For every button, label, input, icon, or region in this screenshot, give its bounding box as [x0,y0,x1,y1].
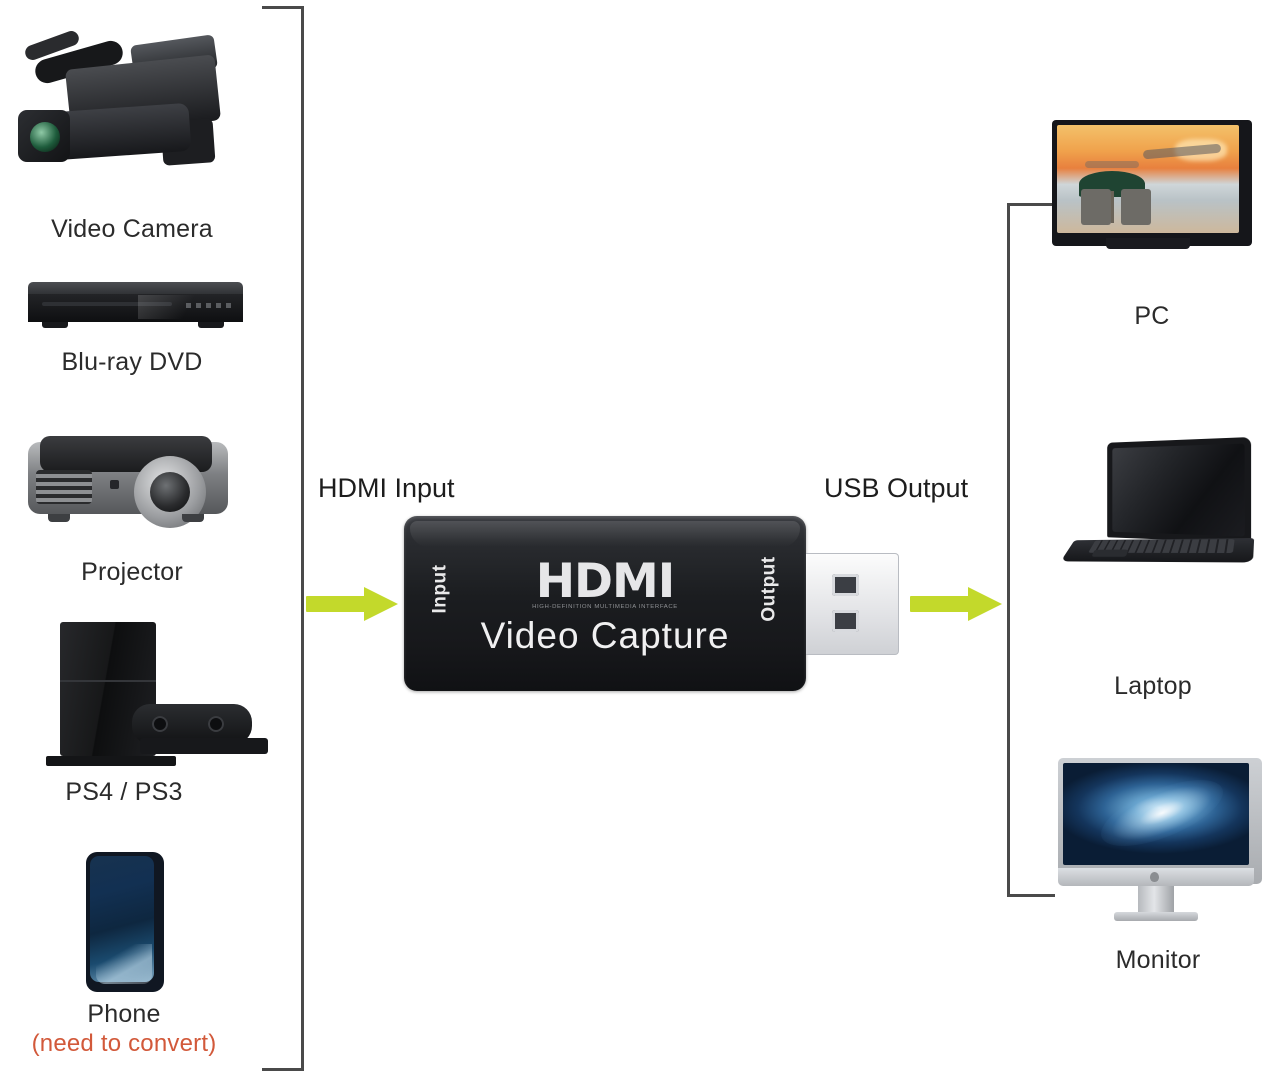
source-bracket-bottom-arm [262,1068,304,1071]
source-label-bluray: Blu-ray DVD [61,348,203,376]
usb-output-heading: USB Output [824,473,969,503]
usb-contact-pad-upper [832,574,859,596]
source-label-phone: Phone [87,1000,161,1028]
source-note-phone: (need to convert) [31,1030,217,1057]
game-console-icon [32,608,272,768]
source-label-video-camera: Video Camera [51,215,213,243]
source-label-projector: Projector [81,558,183,586]
hdmi-input-heading: HDMI Input [318,473,455,503]
destination-label-laptop: Laptop [1114,672,1192,700]
tv-display-icon [1052,120,1252,252]
signal-out-arrow [910,587,1002,621]
device-gloss [410,521,800,547]
destination-bracket-spine [1007,203,1010,897]
destination-bracket-top-arm [1007,203,1055,206]
hdmi-wordmark: HDMI [535,554,676,609]
hdmi-tagline: HIGH-DEFINITION MULTIMEDIA INTERFACE [532,604,678,610]
device-subtitle: Video Capture [480,615,730,656]
smartphone-icon [86,852,164,992]
usb-contact-pad-lower [832,610,859,632]
source-bracket-top-arm [262,6,304,9]
source-label-console: PS4 / PS3 [65,778,183,806]
usb-a-connector [806,553,899,655]
source-bracket-spine [301,6,304,1071]
destination-label-pc: PC [1134,302,1170,330]
bluray-player-icon [18,272,250,332]
signal-in-arrow [306,587,398,621]
imac-monitor-icon [1058,758,1262,926]
destination-label-monitor: Monitor [1115,946,1201,974]
device-output-port-label: Output [758,556,780,622]
destination-bracket-bottom-arm [1007,894,1055,897]
laptop-icon [1048,436,1258,580]
projector-icon [14,420,242,530]
hdmi-video-capture-device[interactable]: Input HDMI HIGH-DEFINITION MULTIMEDIA IN… [404,516,806,691]
video-camera-icon [12,22,242,172]
